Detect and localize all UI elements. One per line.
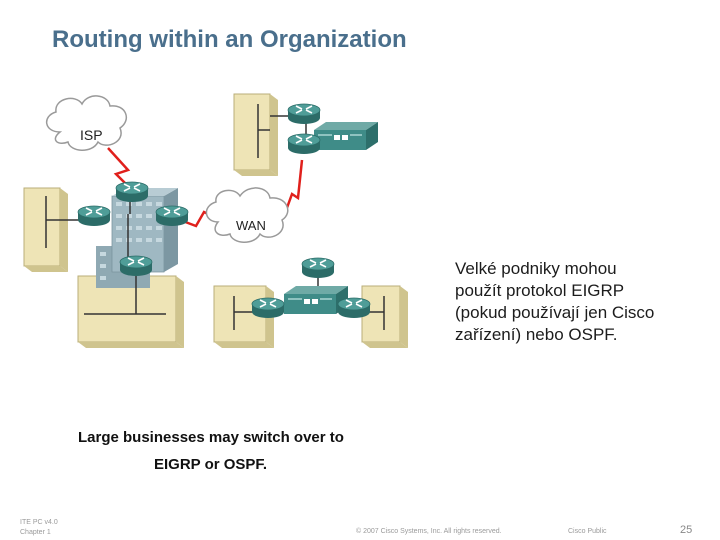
router-top-right-2 — [287, 133, 321, 155]
caption-line-2: EIGRP or OSPF. — [154, 456, 268, 473]
diagram-caption: Large businesses may switch over to EIGR… — [78, 424, 344, 478]
page-number: 25 — [680, 524, 693, 536]
body-line: zařízení) nebo OSPF. — [455, 325, 618, 344]
body-line: (pokud používají jen Cisco — [455, 303, 655, 322]
slide-title: Routing within an Organization — [52, 26, 407, 53]
building-bottom-right — [361, 285, 408, 348]
footer-classification: Cisco Public — [568, 528, 607, 535]
body-line: použít protokol EIGRP — [455, 281, 625, 300]
body-text: Velké podniky mohou použít protokol EIGR… — [455, 258, 705, 346]
caption-line-1: Large businesses may switch over to — [78, 429, 344, 446]
isp-cloud-label: ISP — [80, 127, 103, 143]
wan-cloud-label: WAN — [236, 218, 266, 233]
footer-copyright: © 2007 Cisco Systems, Inc. All rights re… — [356, 528, 502, 535]
router-bottom-left — [251, 297, 285, 319]
footer-course-line-1: ITE PC v4.0 — [20, 519, 58, 526]
footer-course-line-2: Chapter 1 — [20, 529, 51, 536]
building-bottom-left — [77, 275, 184, 348]
router-top-right-1 — [287, 103, 321, 125]
body-line: Velké podniky mohou — [455, 259, 617, 278]
router-bottom-top — [301, 257, 335, 279]
router-bottom-right — [337, 297, 371, 319]
building-left — [23, 187, 84, 272]
router-tower-top — [115, 181, 149, 203]
switch-top-right — [314, 122, 378, 150]
router-tower-bottom — [119, 255, 153, 277]
isp-cloud: ISP — [46, 95, 128, 151]
building-top-right — [233, 93, 278, 176]
router-tower-right — [155, 205, 189, 227]
router-tower-left — [77, 205, 111, 227]
wan-cloud: WAN — [205, 187, 289, 243]
footer-course: ITE PC v4.0 Chapter 1 — [20, 518, 58, 538]
